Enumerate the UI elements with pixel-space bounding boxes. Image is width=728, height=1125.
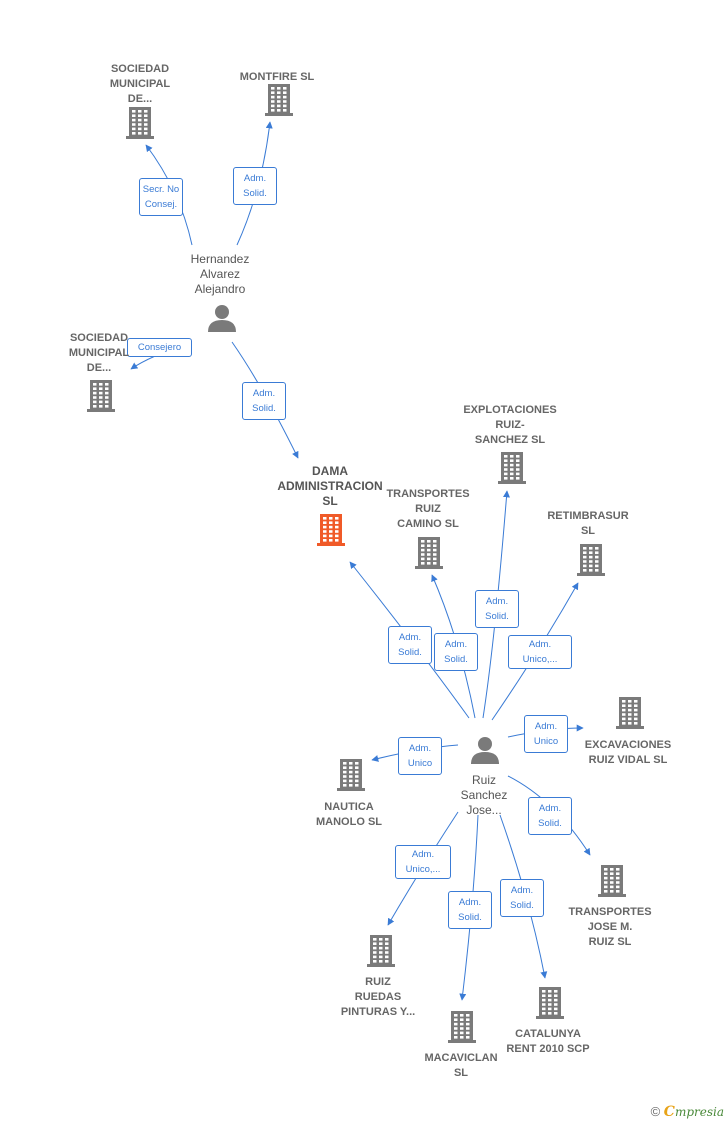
node-label-ruizsanchez[interactable]: Ruiz Sanchez Jose... — [460, 773, 508, 817]
node-label-ruedas[interactable]: RUIZ RUEDAS PINTURAS Y... — [340, 976, 416, 1018]
building-icon[interactable] — [87, 380, 115, 412]
person-icon[interactable] — [471, 737, 499, 764]
node-label-explot[interactable]: EXPLOTACIONES RUIZ- SANCHEZ SL — [463, 404, 557, 446]
node-label-catalunya[interactable]: CATALUNYA RENT 2010 SCP — [506, 1028, 590, 1055]
node-label-excav[interactable]: EXCAVACIONES RUIZ VIDAL SL — [584, 739, 672, 766]
building-icon[interactable] — [337, 759, 365, 791]
node-label-macaviclan[interactable]: MACAVICLAN SL — [424, 1052, 498, 1079]
node-label-transjose[interactable]: TRANSPORTES JOSE M. RUIZ SL — [568, 906, 652, 948]
building-icon[interactable] — [265, 84, 293, 116]
edge-label[interactable]: Adm. Solid. — [434, 633, 478, 671]
edge-label[interactable]: Adm. Solid. — [388, 626, 432, 664]
edge-label[interactable]: Adm. Solid. — [500, 879, 544, 917]
brand-logo: Cmpresia — [663, 1104, 724, 1120]
edge-label[interactable]: Consejero — [127, 338, 192, 357]
building-icon[interactable] — [367, 935, 395, 967]
building-icon[interactable] — [498, 452, 526, 484]
building-icon[interactable] — [448, 1011, 476, 1043]
edge-label[interactable]: Adm. Unico,... — [395, 845, 451, 879]
node-label-hernandez[interactable]: Hernandez Alvarez Alejandro — [190, 252, 250, 296]
edge-label[interactable]: Adm. Solid. — [242, 382, 286, 420]
node-label-soc2[interactable]: SOCIEDAD MUNICIPAL DE... — [68, 332, 130, 374]
building-icon[interactable] — [577, 544, 605, 576]
node-label-retimbrasur[interactable]: RETIMBRASUR SL — [547, 510, 629, 537]
node-label-dama[interactable]: DAMA ADMINISTRACION SL — [277, 464, 383, 508]
building-icon[interactable] — [598, 865, 626, 897]
node-label-transruiz[interactable]: TRANSPORTES RUIZ CAMINO SL — [386, 488, 470, 530]
building-icon[interactable] — [616, 697, 644, 729]
edge-label[interactable]: Adm. Solid. — [233, 167, 277, 205]
edge-label[interactable]: Secr. No Consej. — [139, 178, 183, 216]
building-icon[interactable] — [536, 987, 564, 1019]
building-icon[interactable] — [317, 514, 345, 546]
edge-label[interactable]: Adm. Solid. — [528, 797, 572, 835]
edge-label[interactable]: Adm. Unico — [524, 715, 568, 753]
edge-label[interactable]: Adm. Solid. — [475, 590, 519, 628]
node-label-montfire[interactable]: MONTFIRE SL — [239, 71, 315, 83]
edge-label[interactable]: Adm. Unico,... — [508, 635, 572, 669]
copyright-icon: © — [650, 1104, 661, 1119]
building-icon[interactable] — [126, 107, 154, 139]
person-icon[interactable] — [208, 305, 236, 332]
node-label-nautica[interactable]: NAUTICA MANOLO SL — [316, 801, 382, 828]
edge-label[interactable]: Adm. Solid. — [448, 891, 492, 929]
building-icon[interactable] — [415, 537, 443, 569]
node-label-soc1[interactable]: SOCIEDAD MUNICIPAL DE... — [109, 63, 171, 105]
edge-label[interactable]: Adm. Unico — [398, 737, 442, 775]
brand-footer: © Cmpresia — [651, 1104, 724, 1120]
